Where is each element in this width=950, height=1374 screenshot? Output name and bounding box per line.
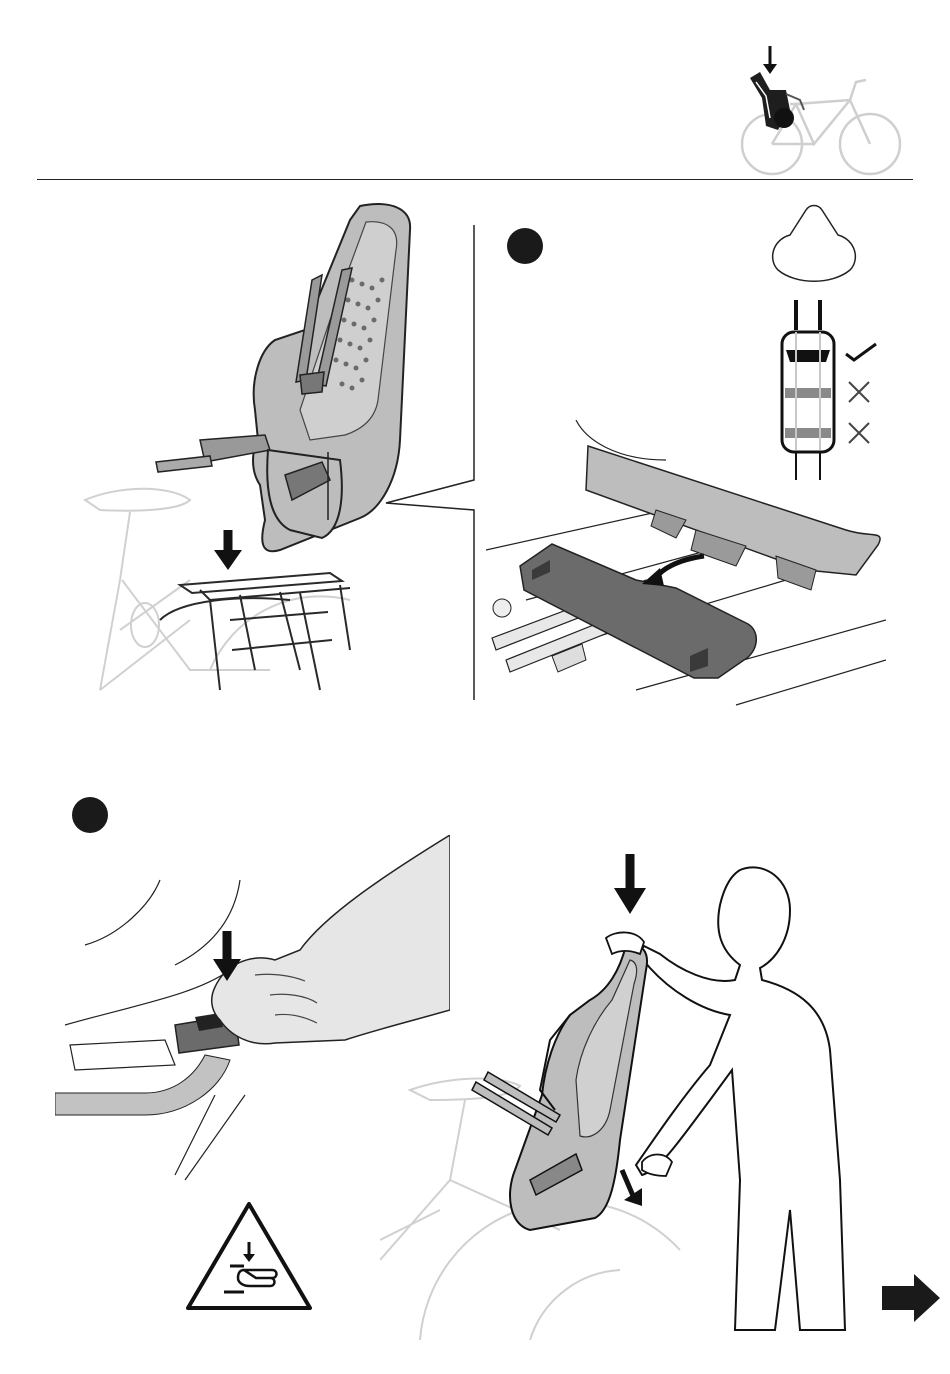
callout-divider — [380, 225, 480, 700]
step-a-marker — [507, 228, 543, 264]
next-page-arrow-icon[interactable] — [880, 1272, 942, 1324]
mounting-seat-person-illustration — [380, 850, 880, 1340]
check-mark-icon — [844, 340, 878, 364]
header-divider — [37, 179, 913, 180]
step-b-marker — [72, 797, 108, 833]
bicycle-with-child-seat-icon — [730, 38, 910, 183]
pinch-hazard-warning-icon — [184, 1200, 314, 1312]
bracket-detail-illustration — [486, 420, 886, 710]
cross-mark-icon — [846, 379, 872, 405]
